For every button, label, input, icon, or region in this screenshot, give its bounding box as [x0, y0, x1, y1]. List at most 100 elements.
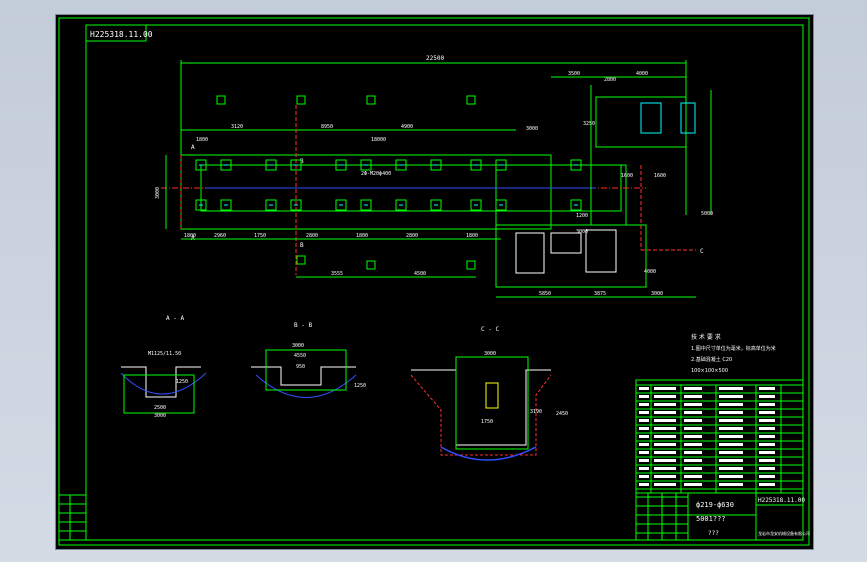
anchor-bolt — [470, 199, 482, 211]
anchor-bolt — [335, 199, 347, 211]
anchor-bolt — [466, 260, 476, 270]
drawing-sheet[interactable]: H225318.11.00 22500 3500 2800 4000 1800 … — [55, 14, 814, 550]
dim-b-3: 1750 — [254, 233, 266, 239]
aa-dim-3: 3000 — [154, 413, 166, 419]
bom-cell-mark — [684, 411, 702, 414]
anchor-bolt — [360, 199, 372, 211]
aa-dim-1: M1125/11.50 — [148, 351, 181, 357]
aa-dim-4: 1250 — [176, 379, 188, 385]
title-aa: A - A — [166, 315, 184, 322]
title-block[interactable]: ф219-ф630 5001??? H225318.11.00 龙岩市龙安机械设… — [635, 379, 810, 541]
anchor-bolt — [430, 159, 442, 171]
anchor-bolt — [470, 159, 482, 171]
pump-room-2 — [515, 232, 545, 274]
anchor-bolt — [296, 95, 306, 105]
bom-cell-mark — [719, 403, 743, 406]
bom-cell-mark — [684, 475, 702, 478]
bom-cell-mark — [759, 483, 775, 486]
dim-b-5: 1800 — [356, 233, 368, 239]
dim-b-4: 2800 — [306, 233, 318, 239]
bom-cell-mark — [639, 411, 649, 414]
dim-l-5: 3000 — [526, 126, 538, 132]
inner-frame — [85, 24, 804, 541]
bom-cell-mark — [639, 395, 649, 398]
pump-room-3 — [585, 229, 617, 273]
section-views[interactable]: A - A B - B C - C M1125/11.50 2500 3000 … — [120, 315, 568, 461]
section-aa[interactable]: M1125/11.50 2500 3000 1250 — [120, 351, 207, 419]
bb-dim-1: 3000 — [292, 343, 304, 349]
plan-view[interactable]: 22500 3500 2800 4000 1800 3120 8950 4900… — [155, 55, 713, 298]
bom-cell-mark — [719, 475, 743, 478]
dim-rb-2: 3875 — [594, 291, 606, 297]
bom-cell-mark — [654, 459, 676, 462]
anchor-bolt — [570, 199, 582, 211]
dim-overall: 22500 — [426, 55, 444, 62]
mark-c: C — [700, 248, 704, 255]
dim-tr-1: 3500 — [568, 71, 580, 77]
bom-cell-mark — [684, 387, 702, 390]
bom-cell-mark — [654, 435, 676, 438]
dim-b2-1: 3555 — [331, 271, 343, 277]
tb-name: ф219-ф630 — [696, 501, 734, 509]
bom-cell-mark — [759, 475, 775, 478]
extension-foundation[interactable] — [495, 164, 627, 226]
section-bb[interactable]: 3000 4550 950 1250 — [251, 343, 366, 398]
bom-cell-mark — [759, 395, 775, 398]
dim-rb-1: 5850 — [539, 291, 551, 297]
bom-cell-mark — [654, 395, 676, 398]
bom-cell-mark — [684, 395, 702, 398]
dim-r-1: 1600 — [621, 173, 633, 179]
anchor-bolt — [335, 159, 347, 171]
dim-b-2: 2960 — [214, 233, 226, 239]
anchor-bolt — [495, 199, 507, 211]
bom-cell-mark — [719, 387, 743, 390]
bom-cell-mark — [759, 419, 775, 422]
dim-r-6: 5000 — [701, 211, 713, 217]
tb-company: 龙岩市龙安机械设备有限公司 — [758, 530, 810, 536]
anchor-bolt — [366, 260, 376, 270]
bom-cell-mark — [654, 411, 676, 414]
bom-cell-mark — [719, 427, 743, 430]
section-cc[interactable]: 3000 1750 3190 2450 — [410, 351, 568, 461]
anchor-bolt — [495, 159, 507, 171]
mark-b-top: B — [300, 158, 304, 165]
anchor-bolt — [290, 199, 302, 211]
dim-tr-3: 4000 — [636, 71, 648, 77]
anchor-bolt — [570, 159, 582, 171]
bom-cell-mark — [684, 419, 702, 422]
tb-subtitle: 5001??? — [696, 515, 726, 523]
anchor-bolt — [265, 199, 277, 211]
anchor-bolt — [395, 159, 407, 171]
dim-left-height: 3000 — [155, 187, 161, 199]
bom-cell-mark — [639, 467, 649, 470]
bb-dim-4: 1250 — [354, 383, 366, 389]
bom-cell-mark — [639, 403, 649, 406]
anchor-bolt — [220, 199, 232, 211]
dim-r-5: 3000 — [576, 229, 588, 235]
tank-structure[interactable] — [595, 96, 687, 148]
anchor-bolt — [265, 159, 277, 171]
mark-b-bot: B — [300, 242, 304, 249]
dim-b2-2: 4500 — [414, 271, 426, 277]
bom-cell-mark — [719, 419, 743, 422]
bom-cell-mark — [719, 459, 743, 462]
bb-dim-2: 4550 — [294, 353, 306, 359]
tb-sheet-no: ??? — [708, 530, 719, 537]
dim-small-1: 18000 — [371, 137, 386, 143]
cad-drawing[interactable]: H225318.11.00 22500 3500 2800 4000 1800 … — [56, 15, 813, 549]
dim-l-4: 4900 — [401, 124, 413, 130]
bom-cell-mark — [639, 483, 649, 486]
anchor-bolt — [360, 159, 372, 171]
bom-cell-mark — [654, 443, 676, 446]
bom-cell-mark — [684, 467, 702, 470]
pump-house[interactable] — [495, 224, 647, 288]
bom-cell-mark — [684, 451, 702, 454]
dim-small-2: 3250 — [583, 121, 595, 127]
bom-cell-mark — [684, 483, 702, 486]
bom-cell-mark — [719, 395, 743, 398]
bom-cell-mark — [654, 451, 676, 454]
bom-cell-mark — [719, 443, 743, 446]
bb-dim-3: 950 — [296, 364, 305, 370]
mark-a-top: A — [191, 144, 195, 151]
title-grid — [636, 493, 688, 540]
